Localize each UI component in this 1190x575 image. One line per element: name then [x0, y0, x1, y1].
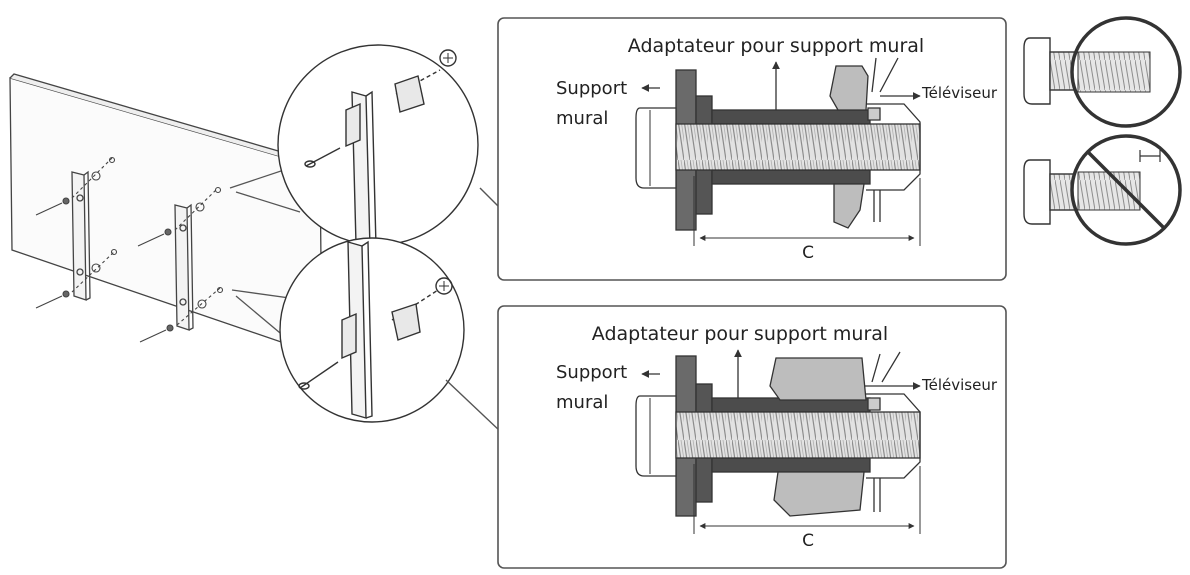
panel-bottom-title: Adaptateur pour support mural — [592, 323, 888, 345]
panel-top-assembly — [635, 57, 921, 246]
panel-bottom-wall-label-2: mural — [556, 392, 608, 413]
magnifier-bottom — [279, 237, 521, 451]
panel-top-wall-label-1: Support — [556, 78, 627, 99]
panel-top-wall-label-2: mural — [556, 108, 608, 129]
bracket-right — [174, 203, 194, 331]
prohibition-slash — [1086, 150, 1166, 230]
panel-bottom-tv-label: Téléviseur — [921, 376, 998, 394]
bracket-left — [71, 170, 91, 301]
panel-bottom-wall-label-1: Support — [556, 362, 627, 383]
panel-top-dimension-label: C — [802, 243, 814, 263]
screw-incorrect-illustration — [1023, 134, 1182, 246]
panel-bottom-assembly — [635, 349, 921, 534]
panel-bottom-dimension-label: C — [802, 531, 814, 551]
panel-top-tv-label: Téléviseur — [921, 84, 998, 102]
tv-back-illustration — [9, 73, 325, 357]
detail-panel-top: Adaptateur pour support mural Support mu… — [497, 17, 1007, 281]
screw-set — [35, 156, 224, 343]
magnifier-top — [277, 44, 523, 249]
detail-panel-bottom: Adaptateur pour support mural Support mu… — [497, 305, 1007, 569]
panel-top-title: Adaptateur pour support mural — [628, 35, 924, 57]
screw-correct-illustration — [1023, 16, 1182, 128]
